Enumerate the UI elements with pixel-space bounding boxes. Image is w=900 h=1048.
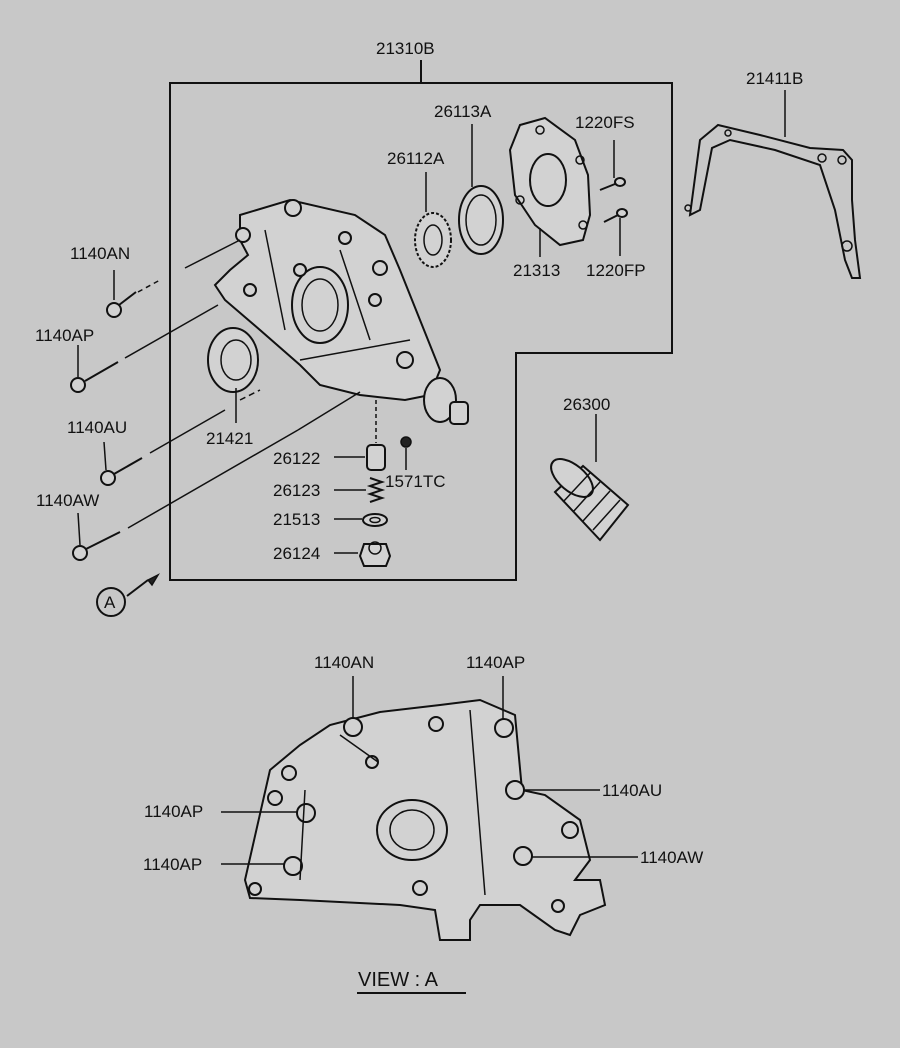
view-label-1140ap-top: 1140AP (466, 653, 525, 672)
label-1140an: 1140AN (70, 244, 130, 263)
spring-26123 (334, 477, 386, 503)
oil-seal-21421 (207, 327, 259, 393)
screw-1220fp (603, 208, 628, 223)
plug-26124 (334, 541, 392, 567)
view-label-1140au: 1140AU (602, 781, 662, 800)
view-a-marker: A (96, 573, 160, 617)
label-26124: 26124 (273, 544, 320, 563)
label-26123: 26123 (273, 481, 320, 500)
label-21421: 21421 (206, 429, 253, 448)
label-26122: 26122 (273, 449, 320, 468)
plug-1571tc (400, 436, 412, 470)
inner-gear-26112a (414, 212, 452, 268)
label-21313: 21313 (513, 261, 560, 280)
bolt-1140aw (72, 391, 361, 561)
bolt-1140an (106, 239, 241, 318)
bolt-1140ap (70, 304, 219, 393)
label-26112a: 26112A (387, 149, 445, 168)
label-1220fp: 1220FP (586, 261, 646, 280)
view-a-marker-letter: A (104, 593, 116, 612)
outer-rotor-26113a (458, 185, 504, 255)
label-1571tc: 1571TC (385, 472, 445, 491)
label-21310b: 21310B (376, 39, 435, 58)
gasket-21411b (684, 123, 862, 279)
plunger-26122 (334, 400, 386, 471)
view-label-1140aw: 1140AW (640, 848, 703, 867)
label-21411b: 21411B (746, 69, 803, 88)
view-a-pump-rear (243, 698, 607, 941)
label-1220fs: 1220FS (575, 113, 635, 132)
label-1140aw: 1140AW (36, 491, 99, 510)
label-26300: 26300 (563, 395, 610, 414)
label-1140ap: 1140AP (35, 326, 94, 345)
pump-cover-21313 (508, 116, 592, 247)
label-1140au: 1140AU (67, 418, 127, 437)
assembly-boundary-frame (169, 82, 673, 581)
screw-1220fs (599, 177, 626, 191)
view-label-1140ap-mid: 1140AP (144, 802, 203, 821)
oil-filter-26300 (550, 458, 630, 542)
view-label-1140an: 1140AN (314, 653, 374, 672)
label-26113a: 26113A (434, 102, 492, 121)
oil-pump-housing (213, 198, 469, 425)
view-a-title: VIEW : A (358, 969, 439, 991)
view-label-1140ap-low: 1140AP (143, 855, 202, 874)
label-21513: 21513 (273, 510, 320, 529)
washer-21513 (334, 513, 388, 527)
bolt-1140au (100, 389, 261, 486)
